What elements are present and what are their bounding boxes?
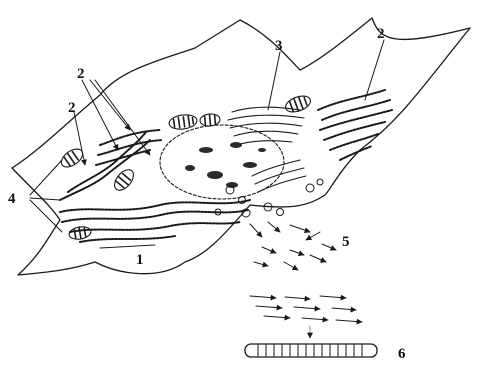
fibril-assembly-arrows <box>250 296 362 338</box>
label-5: 5 <box>342 234 350 250</box>
label-3: 3 <box>275 38 283 54</box>
label-2-top: 2 <box>77 66 85 82</box>
label-2-left: 2 <box>68 100 76 116</box>
rough-er-left <box>60 130 250 242</box>
nucleus <box>160 125 284 199</box>
label-4: 4 <box>8 191 16 207</box>
collagen-fibril <box>245 344 377 357</box>
secretion-arrows <box>250 222 336 270</box>
label-6: 6 <box>398 346 406 362</box>
label-2-right: 2 <box>377 26 385 42</box>
golgi-apparatus <box>228 107 306 192</box>
chromatin <box>185 142 266 188</box>
rough-er-right <box>318 90 392 160</box>
label-1: 1 <box>136 252 144 268</box>
